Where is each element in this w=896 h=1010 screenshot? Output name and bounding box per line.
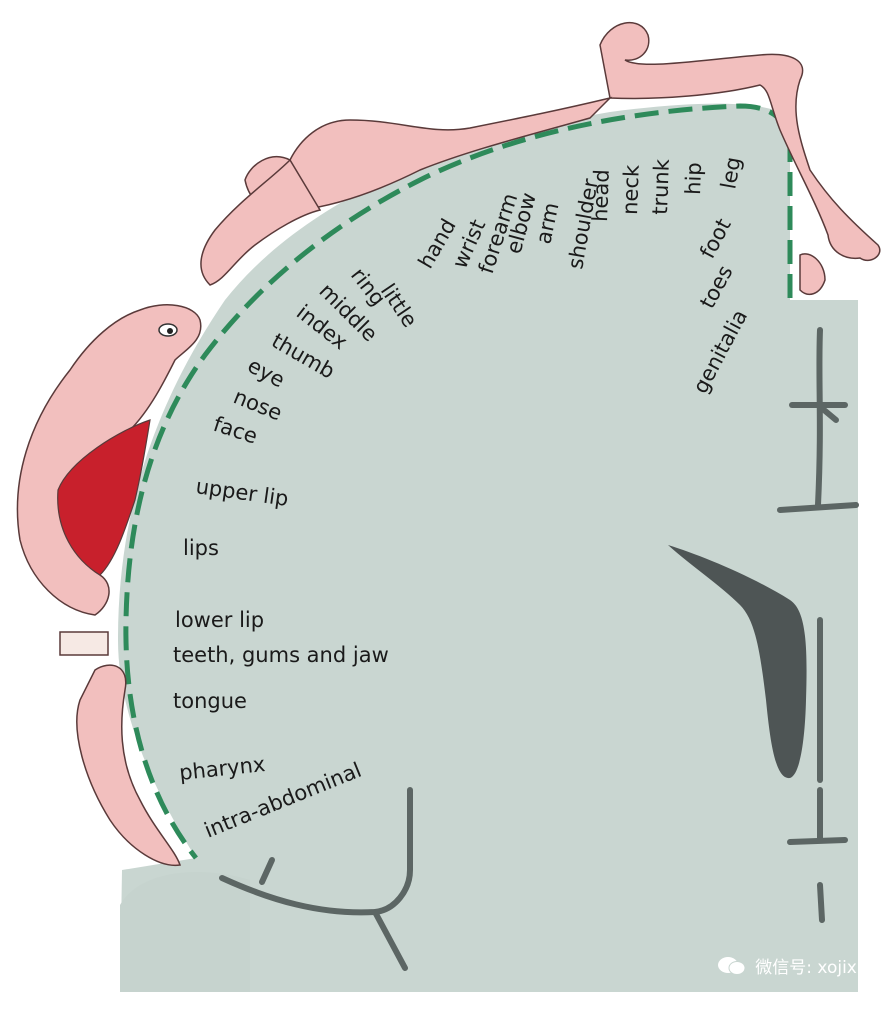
cortex-boundary <box>123 103 793 860</box>
label-neck: neck <box>618 164 644 216</box>
label-tongue: tongue <box>173 689 247 713</box>
label-lips: lips <box>183 536 219 560</box>
label-head: head <box>588 169 614 222</box>
homunculus-figure <box>16 21 881 867</box>
label-hip: hip <box>681 162 706 195</box>
label-leg: leg <box>716 155 745 191</box>
label-teeth-gums-jaw: teeth, gums and jaw <box>173 643 389 667</box>
temporal-lobe <box>120 872 250 992</box>
cortex-section <box>118 103 858 993</box>
wechat-icon <box>718 956 746 975</box>
label-trunk: trunk <box>648 158 674 215</box>
watermark-text: 微信号: xojixia <box>755 958 872 978</box>
sulci <box>219 327 859 971</box>
mouth <box>57 419 151 576</box>
watermark: 微信号: xojixia <box>717 953 872 978</box>
ventricle <box>668 545 807 779</box>
label-lower-lip: lower lip <box>175 608 264 632</box>
